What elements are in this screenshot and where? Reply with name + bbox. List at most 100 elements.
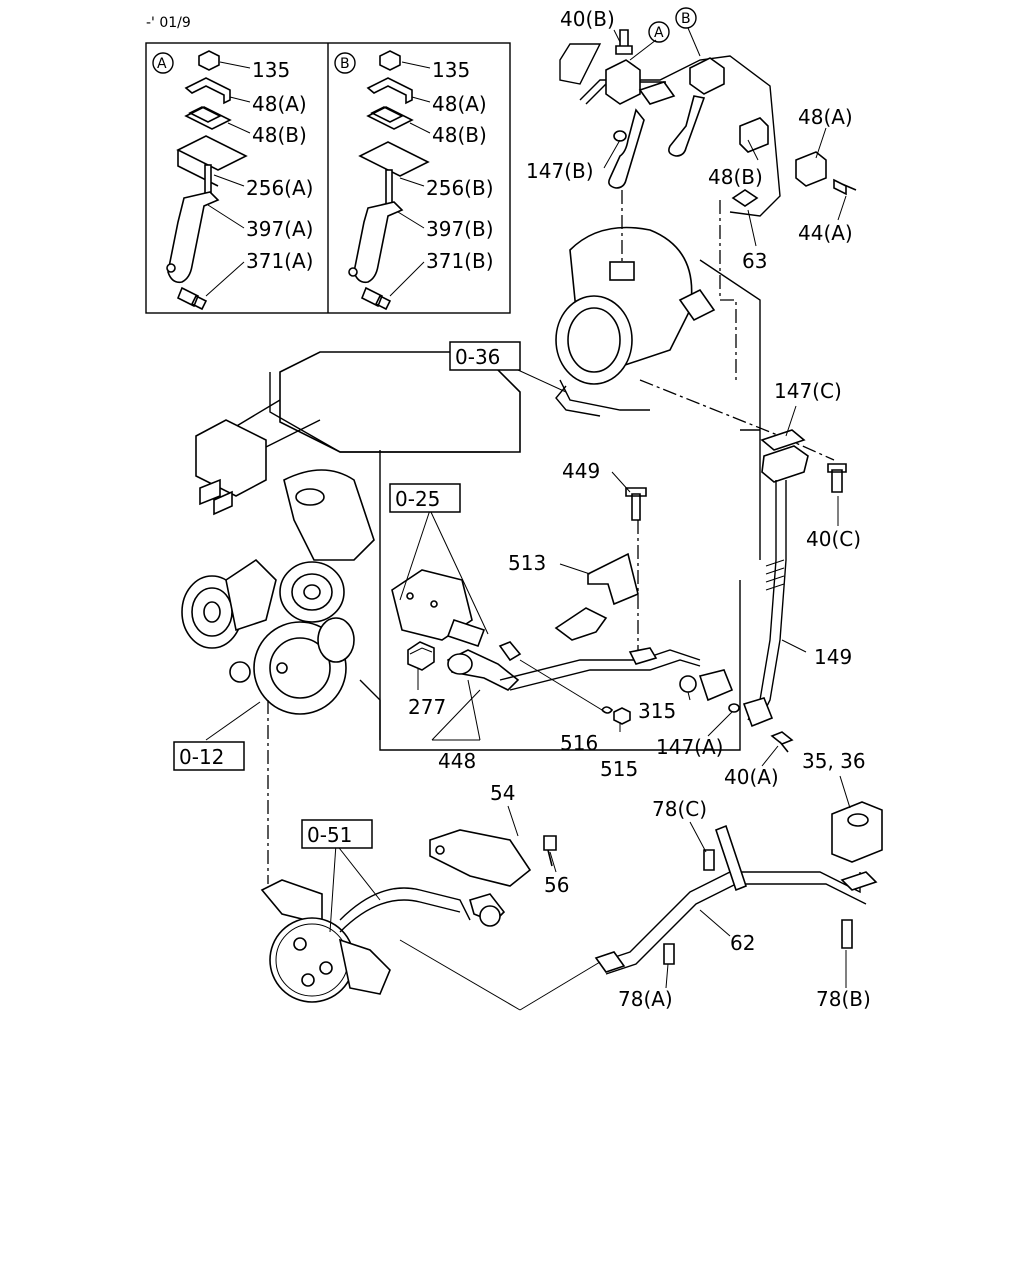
bolt-40a <box>770 731 794 753</box>
detail-inset: A 135 48(A) 48(B) 256( <box>145 42 511 314</box>
clip-48a-a <box>184 77 231 105</box>
diagram-code: -' 01/9 <box>146 15 191 31</box>
oil-pump-top <box>260 879 323 926</box>
oil-drain-pipe <box>728 429 847 753</box>
callout-a: A <box>654 25 664 41</box>
bolt-44a <box>833 178 857 196</box>
leader-35-36 <box>839 775 851 809</box>
leader-0-25-b <box>429 509 489 635</box>
label-48a-a: 48(A) <box>252 92 307 116</box>
callout-56: 56 <box>544 873 569 897</box>
leader-48b-a <box>227 122 251 134</box>
clamp-a-block <box>605 59 641 105</box>
pipe-support <box>715 824 747 892</box>
bolt-371b <box>360 286 392 311</box>
pipe-62-end <box>594 951 626 973</box>
callout-40a: 40(A) <box>724 765 779 789</box>
drain-flange <box>761 445 809 483</box>
ref-0-36: 0-36 <box>455 345 500 369</box>
leader-54 <box>507 805 519 837</box>
valve-cover <box>279 351 521 453</box>
leader-513 <box>559 563 591 575</box>
bolt-56 <box>543 835 557 867</box>
gear-hole-2 <box>319 961 333 975</box>
bracket-397b <box>353 201 404 284</box>
leader-40a <box>761 745 779 767</box>
plug-277-top <box>409 647 433 655</box>
leader-0-12 <box>205 701 261 741</box>
valve-cover-edge <box>269 372 500 453</box>
bracket-397a-main <box>608 108 645 189</box>
callout-b-marker <box>675 7 697 29</box>
leader-256a <box>213 174 245 187</box>
leader-371a <box>205 261 245 297</box>
callout-a-marker <box>648 21 670 43</box>
leader-clamp-b <box>687 27 701 57</box>
leader-448-b <box>467 679 481 741</box>
callout-515: 515 <box>600 757 638 781</box>
callout-147c: 147(C) <box>774 379 842 403</box>
leader-62 <box>699 909 731 937</box>
pipe-clip <box>498 641 522 662</box>
detail-b-letter: B <box>340 56 350 72</box>
callout-44a: 44(A) <box>798 221 853 245</box>
reference-boxes: 0-36 0-25 0-12 0-51 <box>173 341 521 849</box>
washer-147b <box>613 130 627 142</box>
pipe-bracket <box>628 647 658 665</box>
part-35-36 <box>831 801 883 863</box>
turbo-base <box>559 379 650 411</box>
crankshaft-pulley <box>253 617 355 715</box>
detail-a-letter: A <box>157 56 167 72</box>
drain-elbow <box>742 697 774 728</box>
clip-48b-main <box>739 117 769 153</box>
nut-135-b <box>379 50 401 71</box>
bracket-hole-2 <box>430 600 438 608</box>
grommet-48b-a <box>184 106 232 130</box>
callout-516: 516 <box>560 731 598 755</box>
thermostat-housing <box>195 419 267 497</box>
housing-nipples <box>199 478 233 516</box>
leader-397a <box>207 204 245 229</box>
detail-a: A 135 48(A) 48(B) 256( <box>152 50 313 311</box>
block-rear-edge <box>699 259 761 560</box>
water-pump <box>225 558 277 632</box>
crank-pulley-groove <box>269 637 331 699</box>
bracket-54-hole <box>435 845 445 855</box>
nut-135-a <box>198 50 220 71</box>
detail-b: B 135 48(A) 48(B) 256(B) 397(B) 371(B) <box>334 50 494 311</box>
pipe-62-flange <box>840 871 878 891</box>
timing-cover-edge <box>359 679 381 740</box>
block-outline <box>229 399 741 751</box>
alternator-pulley <box>279 561 345 623</box>
leader-449 <box>611 471 631 493</box>
callout-62: 62 <box>730 931 755 955</box>
label-371b: 371(B) <box>426 249 494 273</box>
ref-box-0-12 <box>173 741 245 771</box>
water-pipe-assembly <box>391 487 734 741</box>
plate-256b <box>358 141 430 177</box>
compressor-bore <box>567 307 621 373</box>
ref-0-25: 0-25 <box>395 487 440 511</box>
turbo-flange <box>555 385 601 417</box>
bolt-78b <box>841 919 853 949</box>
bracket-54 <box>429 829 532 887</box>
centerline-drain <box>639 379 781 437</box>
leader-0-51-b <box>335 843 381 901</box>
intake-elbow <box>283 469 375 561</box>
nut-515 <box>613 707 631 725</box>
label-397b: 397(B) <box>426 217 494 241</box>
bolt-40b <box>615 29 633 55</box>
fan-pulley <box>181 575 243 649</box>
leader-0-36 <box>517 369 567 393</box>
pipe-149 <box>747 480 777 721</box>
leader-78c <box>689 821 707 853</box>
clip-48a-main <box>795 151 827 187</box>
clip-516 <box>601 706 614 714</box>
callout-b: B <box>681 11 691 27</box>
bracket-hole-1 <box>406 592 414 600</box>
label-48b-a: 48(B) <box>252 123 307 147</box>
oil-pump <box>260 829 557 1003</box>
leader-48a <box>815 127 827 159</box>
leader-48a-b <box>411 96 431 103</box>
